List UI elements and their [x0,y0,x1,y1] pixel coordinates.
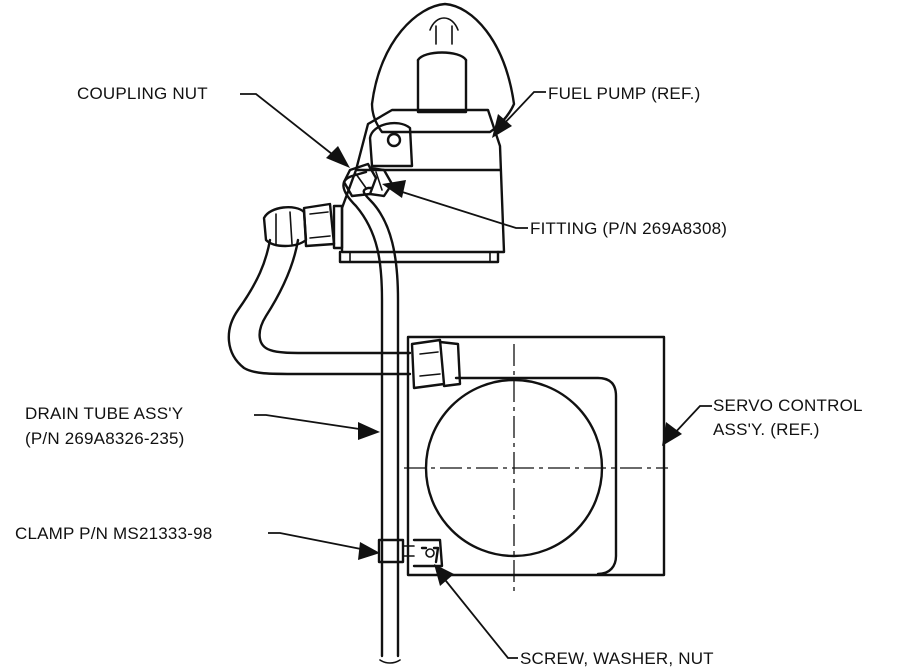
label-fitting: FITTING (P/N 269A8308) [530,219,727,238]
label-servo-line2: ASS'Y. (REF.) [713,420,820,439]
label-clamp: CLAMP P/N MS21333-98 [15,524,212,543]
servo-control-drawing [404,335,668,596]
drain-tube-drawing [342,162,415,664]
label-screw-washer-nut: SCREW, WASHER, NUT [520,649,714,668]
label-drain-tube-line1: DRAIN TUBE ASS'Y [25,404,183,423]
supply-tube-drawing [227,202,412,376]
fuel-pump-drawing [332,2,516,264]
label-drain-tube-line2: (P/N 269A8326-235) [25,429,185,448]
label-fuel-pump: FUEL PUMP (REF.) [548,84,700,103]
leader-lines [240,91,712,659]
label-coupling-nut: COUPLING NUT [77,84,208,103]
label-servo-line1: SERVO CONTROL [713,396,863,415]
